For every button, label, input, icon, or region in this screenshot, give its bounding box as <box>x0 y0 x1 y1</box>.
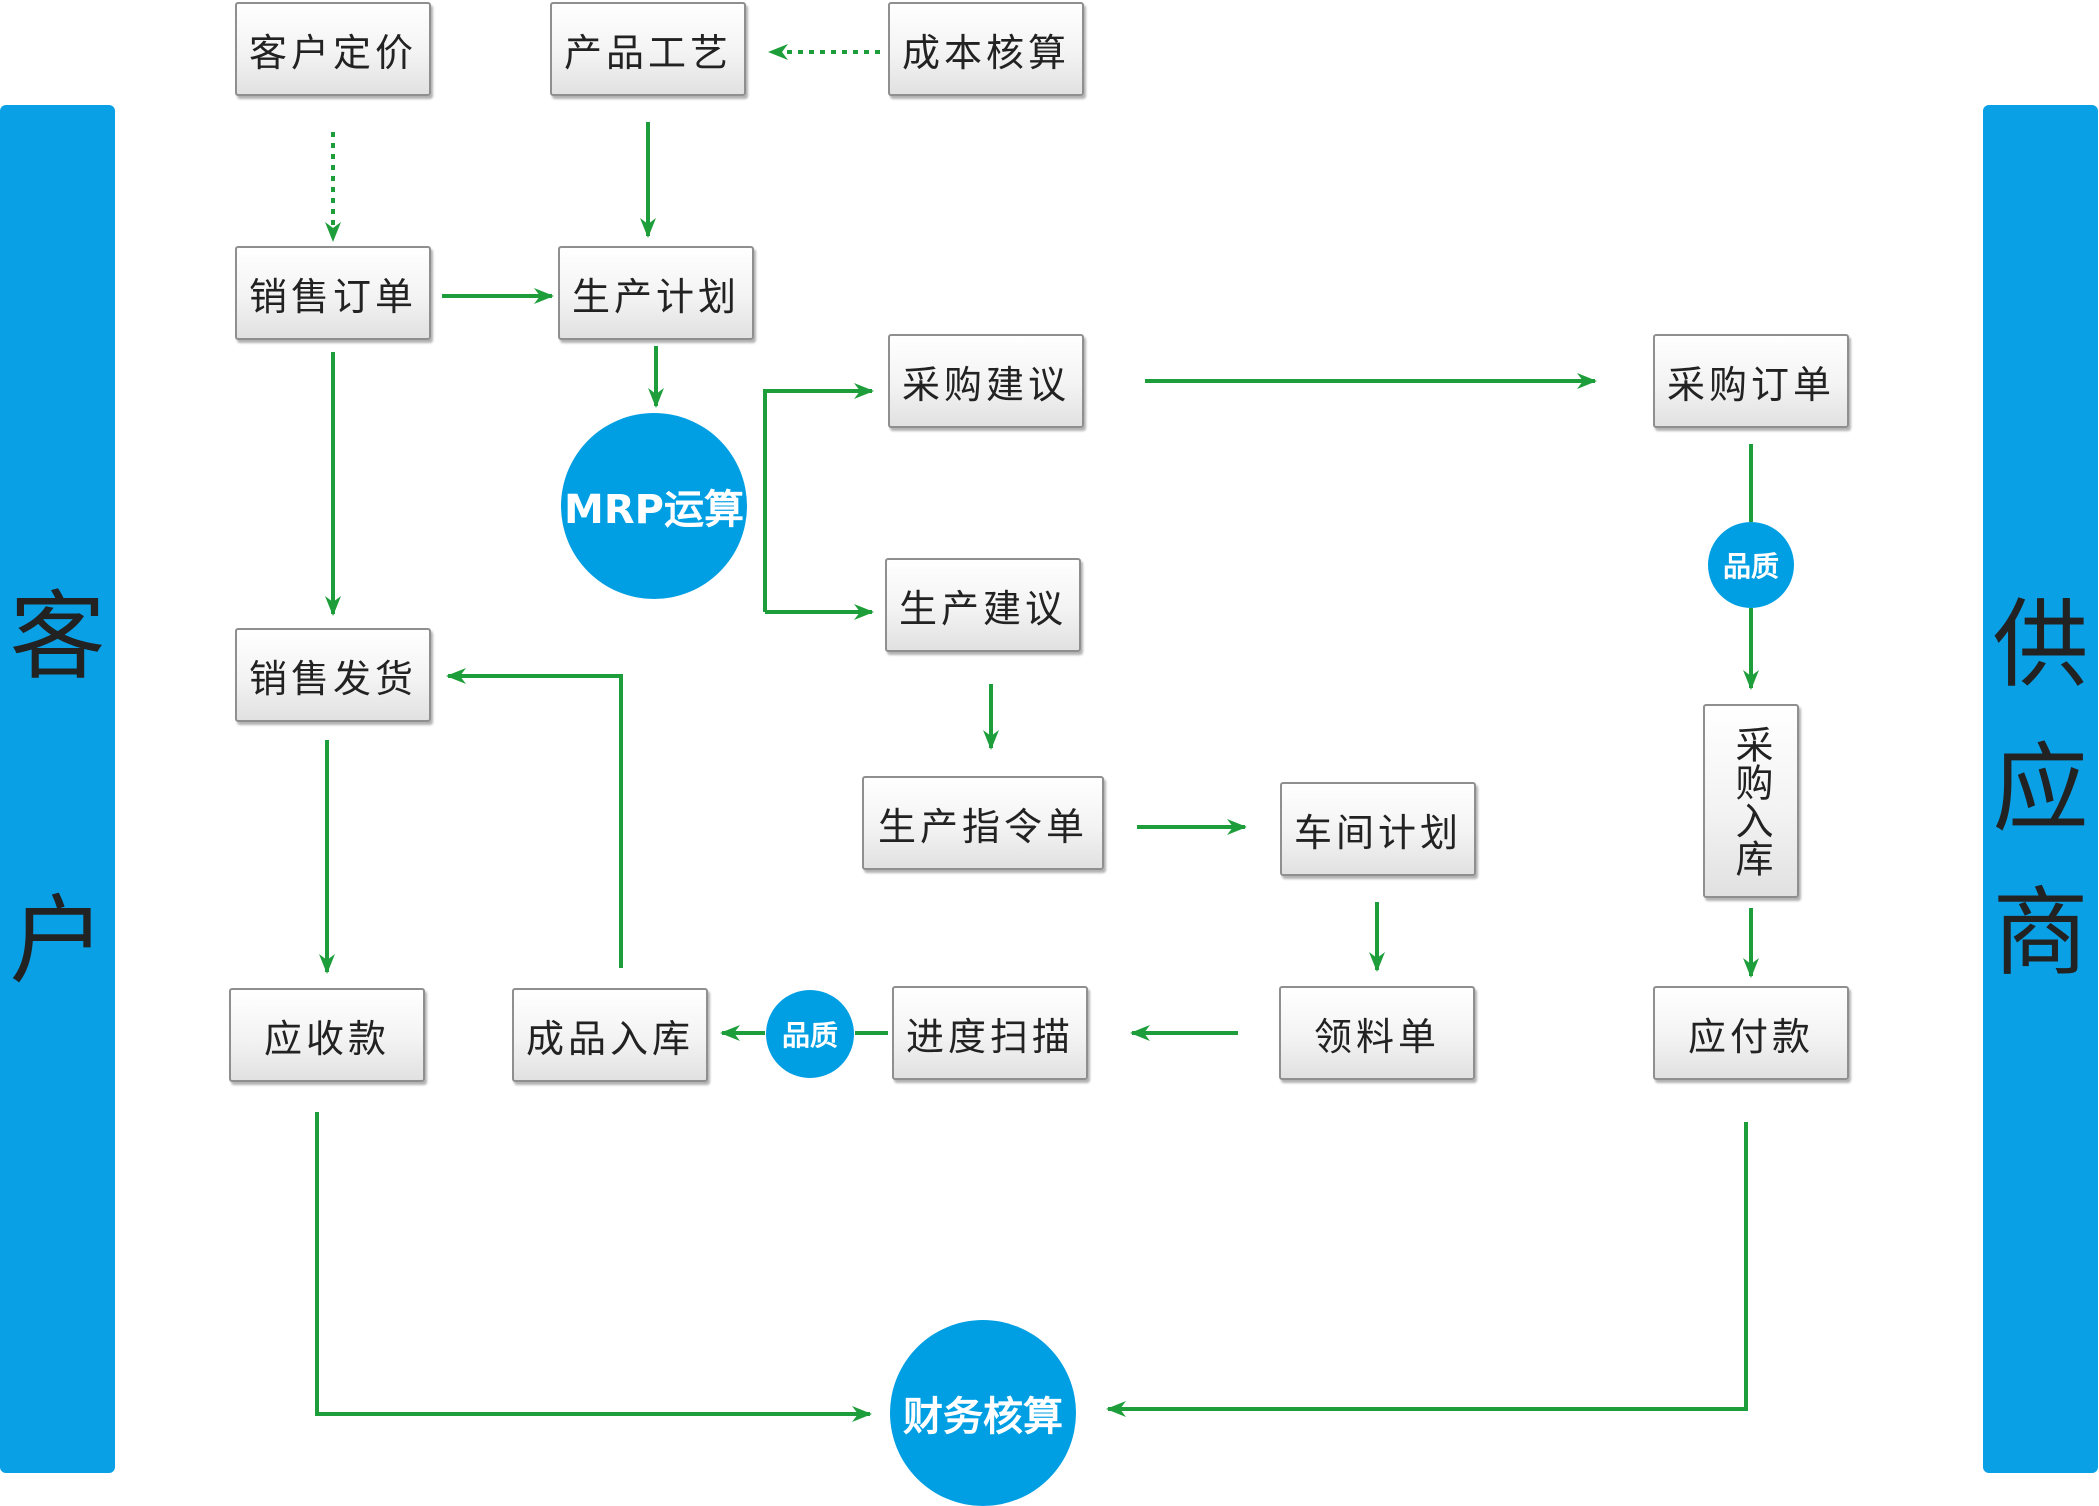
node-product-process[interactable]: 产品工艺 <box>550 2 746 96</box>
connector-finished-goods-to-delivery <box>446 668 623 968</box>
node-customer-pricing[interactable]: 客户定价 <box>235 2 431 96</box>
node-payable[interactable]: 应付款 <box>1653 986 1849 1080</box>
node-production-plan[interactable]: 生产计划 <box>558 246 754 340</box>
node-production-instruction[interactable]: 生产指令单 <box>862 776 1104 870</box>
customer-sidebar: 客 户 <box>0 105 115 1473</box>
connector-payable-to-finance <box>1106 1122 1748 1417</box>
node-sales-delivery[interactable]: 销售发货 <box>235 628 431 722</box>
supplier-sidebar-char-3: 商 <box>1992 877 2089 989</box>
node-purchase-order[interactable]: 采购订单 <box>1653 334 1849 428</box>
node-production-suggestion[interactable]: 生产建议 <box>885 558 1081 652</box>
node-quality-purchase[interactable]: 品质 <box>1708 522 1794 608</box>
node-material-requisition[interactable]: 领料单 <box>1279 986 1475 1080</box>
supplier-sidebar-char-2: 应 <box>1992 733 2089 845</box>
node-financial-accounting[interactable]: 财务核算 <box>890 1320 1076 1506</box>
node-purchase-receipt[interactable]: 采购入库 <box>1703 704 1799 898</box>
node-receivable[interactable]: 应收款 <box>229 988 425 1082</box>
node-cost-accounting[interactable]: 成本核算 <box>888 2 1084 96</box>
connector-mrp-to-purchase-suggestion <box>763 383 874 612</box>
supplier-sidebar-char-1: 供 <box>1992 589 2089 701</box>
node-finished-goods-receipt[interactable]: 成品入库 <box>512 988 708 1082</box>
connector-receivable-to-finance <box>315 1112 872 1422</box>
node-mrp[interactable]: MRP运算 <box>561 413 747 599</box>
node-workshop-plan[interactable]: 车间计划 <box>1280 782 1476 876</box>
customer-sidebar-char-1: 客 <box>9 581 106 693</box>
supplier-sidebar: 供 应 商 <box>1983 105 2098 1473</box>
node-quality-production[interactable]: 品质 <box>766 990 854 1078</box>
node-purchase-suggestion[interactable]: 采购建议 <box>888 334 1084 428</box>
customer-sidebar-char-2: 户 <box>9 885 106 997</box>
node-sales-order[interactable]: 销售订单 <box>235 246 431 340</box>
node-progress-scan[interactable]: 进度扫描 <box>892 986 1088 1080</box>
